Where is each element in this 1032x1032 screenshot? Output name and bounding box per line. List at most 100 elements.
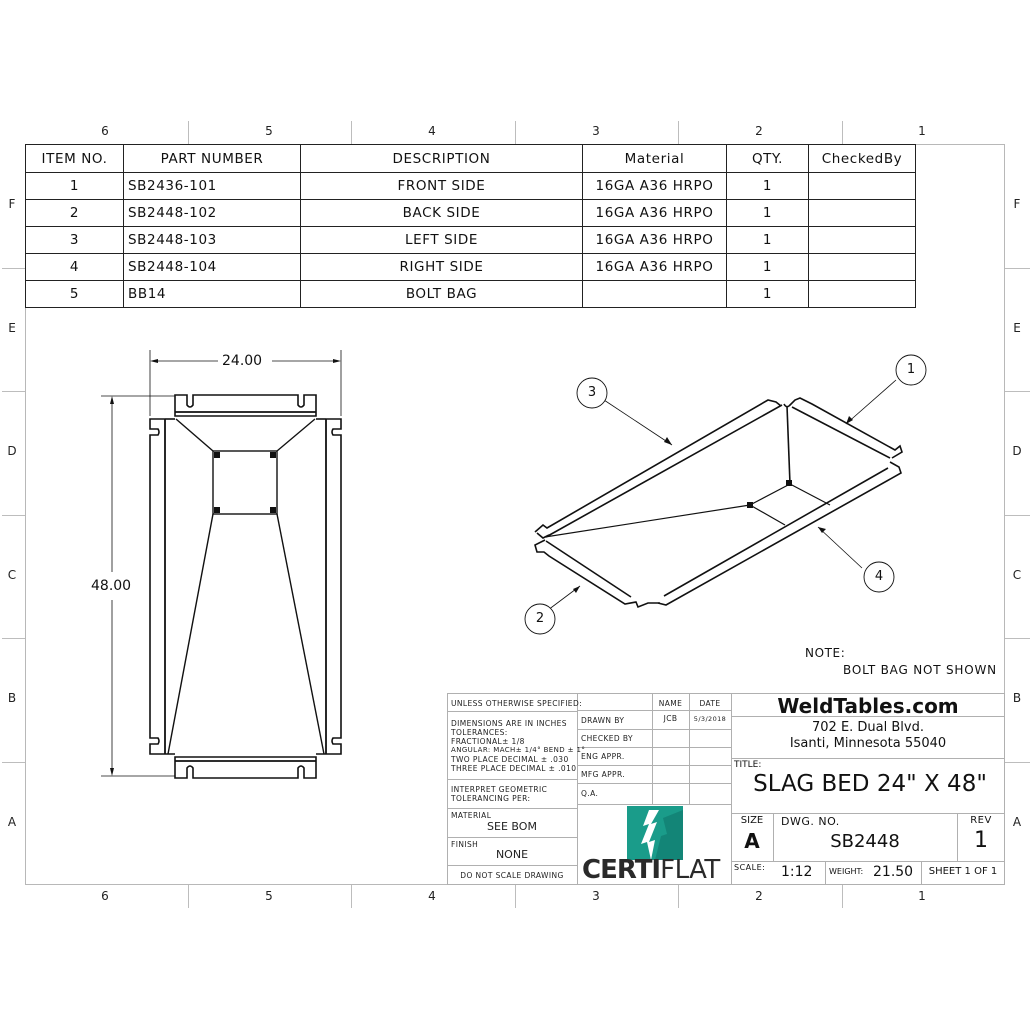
zone-col-5: 5 — [265, 889, 273, 903]
bill-of-materials-table: ITEM NO. PART NUMBER DESCRIPTION Materia… — [25, 144, 916, 308]
certiflat-light: FLAT — [660, 855, 720, 885]
zone-divider — [842, 121, 843, 144]
zone-divider — [2, 762, 25, 763]
interpret-line: TOLERANCING PER: — [451, 794, 531, 803]
bom-row: 1 SB2436-101 FRONT SIDE 16GA A36 HRPO 1 — [25, 172, 916, 200]
zone-divider — [842, 885, 843, 908]
finish-label: FINISH — [451, 840, 479, 849]
zone-col-3: 3 — [592, 124, 600, 138]
bom-row: 5 BB14 BOLT BAG 1 — [25, 280, 916, 308]
zone-divider — [515, 885, 516, 908]
title-label: TITLE: — [734, 760, 762, 770]
bom-header-item-no: ITEM NO. — [25, 144, 124, 173]
weight-value: 21.50 — [873, 864, 914, 880]
bom-part-number: SB2448-103 — [123, 226, 301, 254]
zone-divider — [1005, 391, 1030, 392]
width-dimension: 24.00 — [220, 353, 265, 369]
zone-divider — [188, 885, 189, 908]
name-header: NAME — [658, 699, 683, 708]
finish-value: NONE — [495, 848, 529, 861]
balloon-4 — [863, 561, 895, 593]
zone-col-6: 6 — [101, 889, 109, 903]
note-label: NOTE: — [805, 646, 846, 660]
balloon-4-label: 4 — [874, 569, 884, 584]
bom-row: 2 SB2448-102 BACK SIDE 16GA A36 HRPO 1 — [25, 199, 916, 227]
zone-divider — [678, 885, 679, 908]
zone-divider — [1005, 762, 1030, 763]
material-value: SEE BOM — [487, 820, 537, 833]
zone-divider — [2, 268, 25, 269]
rev-label: REV — [970, 815, 992, 826]
zone-col-4: 4 — [428, 124, 436, 138]
bom-checked-by — [808, 172, 916, 200]
bom-qty: 1 — [726, 253, 809, 281]
material-label: MATERIAL — [451, 811, 492, 820]
drawing-title: SLAG BED 24" X 48" — [753, 771, 987, 797]
tolerance-line: THREE PLACE DECIMAL ± .010 — [451, 764, 577, 773]
drawing-number: SB2448 — [830, 831, 900, 852]
approval-label-mfg-appr: MFG APPR. — [581, 770, 626, 779]
approval-label-drawn-by: DRAWN BY — [581, 716, 625, 725]
zone-row-D: D — [7, 444, 17, 458]
zone-row-E: E — [1013, 321, 1021, 335]
drawing-scale: 1:12 — [781, 864, 813, 880]
bom-qty: 1 — [726, 172, 809, 200]
revision: 1 — [974, 828, 988, 853]
zone-divider — [515, 121, 516, 144]
zone-row-A: A — [1012, 815, 1022, 829]
bom-description: FRONT SIDE — [300, 172, 583, 200]
scale-label: SCALE: — [734, 863, 766, 872]
zone-col-6: 6 — [101, 124, 109, 138]
zone-divider — [678, 121, 679, 144]
note-text: BOLT BAG NOT SHOWN — [843, 663, 997, 677]
bom-item-no: 1 — [25, 172, 124, 200]
balloon-1-label: 1 — [906, 362, 916, 377]
zone-divider — [1005, 268, 1030, 269]
zone-row-A: A — [7, 815, 17, 829]
interpret-line: INTERPRET GEOMETRIC — [451, 785, 548, 794]
zone-divider — [2, 391, 25, 392]
zone-row-C: C — [1012, 568, 1022, 582]
bom-checked-by — [808, 280, 916, 308]
tolerance-line: ANGULAR: MACH± 1/4° BEND ± 1° — [451, 746, 586, 754]
certiflat-wordmark: CERTIFLAT — [582, 856, 720, 884]
bom-material: 16GA A36 HRPO — [582, 199, 727, 227]
balloon-3 — [576, 377, 608, 409]
unless-specified-label: UNLESS OTHERWISE SPECIFIED: — [451, 699, 583, 708]
weight-label: WEIGHT: — [829, 867, 864, 876]
zone-divider — [351, 121, 352, 144]
company-address-line1: 702 E. Dual Blvd. — [812, 720, 924, 735]
zone-col-3: 3 — [592, 889, 600, 903]
zone-divider — [2, 638, 25, 639]
zone-divider — [188, 121, 189, 144]
zone-col-1: 1 — [918, 124, 926, 138]
lightning-bolt-icon — [627, 806, 683, 860]
drawn-by-name: JCB — [663, 714, 678, 723]
company-address-line2: Isanti, Minnesota 55040 — [789, 736, 947, 751]
balloon-3-label: 3 — [587, 385, 597, 400]
date-header: DATE — [699, 699, 721, 708]
approval-label-qa: Q.A. — [581, 789, 599, 798]
bom-qty: 1 — [726, 199, 809, 227]
sheet-size: A — [744, 829, 760, 853]
zone-row-F: F — [8, 197, 16, 211]
zone-row-F: F — [1013, 197, 1021, 211]
zone-col-2: 2 — [755, 889, 763, 903]
bom-row: 4 SB2448-104 RIGHT SIDE 16GA A36 HRPO 1 — [25, 253, 916, 281]
bom-part-number: BB14 — [123, 280, 301, 308]
approval-label-eng-appr: ENG APPR. — [581, 752, 625, 761]
zone-row-E: E — [8, 321, 16, 335]
bom-qty: 1 — [726, 280, 809, 308]
zone-divider — [2, 515, 25, 516]
tolerance-line: FRACTIONAL± 1/8 — [451, 737, 525, 746]
certiflat-bold: CERTI — [582, 855, 661, 885]
approval-label-checked-by: CHECKED BY — [581, 734, 633, 743]
balloon-2 — [524, 603, 556, 635]
tolerance-line: TWO PLACE DECIMAL ± .030 — [451, 755, 569, 764]
zone-col-2: 2 — [755, 124, 763, 138]
zone-col-4: 4 — [428, 889, 436, 903]
bom-header-material: Material — [582, 144, 727, 173]
bom-item-no: 5 — [25, 280, 124, 308]
bom-description: BOLT BAG — [300, 280, 583, 308]
